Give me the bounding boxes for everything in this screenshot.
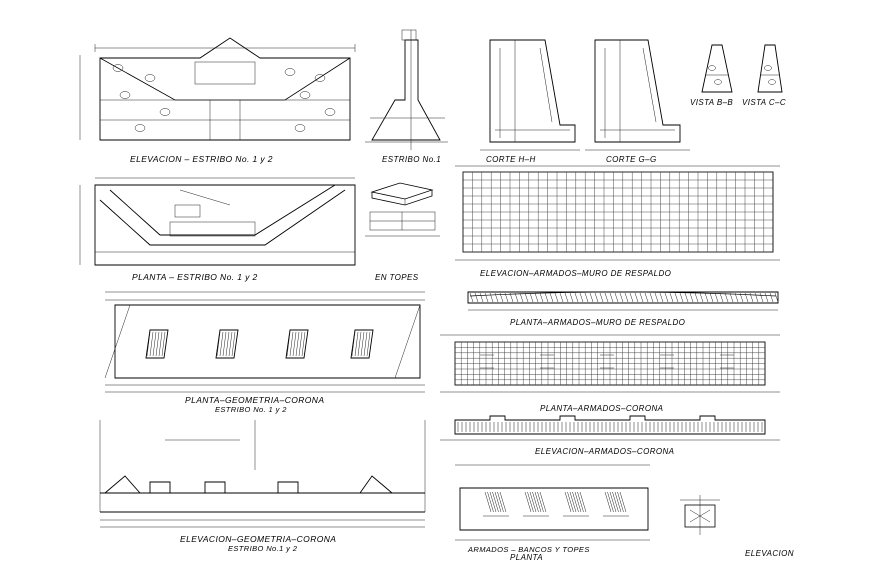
title-corte-g: CORTE G–G — [606, 155, 657, 164]
title-planta-armados-corona: PLANTA–ARMADOS–CORONA — [540, 404, 663, 413]
panel-planta-estribo — [79, 177, 356, 266]
subtitle-elevacion-geometria-corona: ESTRIBO No.1 y 2 — [228, 544, 298, 553]
title-corte-h: CORTE H–H — [486, 155, 536, 164]
panel-corte-h — [480, 39, 580, 151]
panel-estribo-no1 — [365, 29, 448, 150]
panel-planta-armados-muro — [467, 291, 779, 311]
title-elevacion-geometria-corona: ELEVACION–GEOMETRIA–CORONA — [180, 534, 336, 544]
panel-en-topes — [365, 182, 440, 237]
title-armados-bancos: ARMADOS – BANCOS Y TOPES — [467, 545, 590, 554]
title-elevacion-estribo: ELEVACION – ESTRIBO No. 1 y 2 — [130, 154, 273, 164]
title-elevacion: ELEVACION — [745, 549, 794, 558]
panel-elevacion-geometria-corona — [99, 420, 426, 528]
title-planta-geometria-corona: PLANTA–GEOMETRIA–CORONA — [185, 395, 324, 405]
title-elevacion-armados-muro: ELEVACION–ARMADOS–MURO DE RESPALDO — [480, 269, 671, 278]
title-en-topes: EN TOPES — [375, 273, 419, 282]
title-elevacion-armados-corona: ELEVACION–ARMADOS–CORONA — [535, 447, 674, 456]
panel-armados-bancos — [455, 464, 650, 541]
panel-planta-geometria-corona — [104, 291, 425, 393]
subtitle-planta-geometria-corona: ESTRIBO No. 1 y 2 — [215, 405, 287, 414]
title-estribo-no1: ESTRIBO No.1 — [382, 155, 441, 164]
panel-elevacion-armados-muro — [455, 165, 780, 261]
panel-planta-armados-corona — [440, 334, 780, 393]
subtitle-armados-bancos: PLANTA — [510, 553, 543, 562]
panel-corte-g — [585, 39, 690, 151]
title-planta-armados-muro: PLANTA–ARMADOS–MURO DE RESPALDO — [510, 318, 685, 327]
title-planta-estribo: PLANTA – ESTRIBO No. 1 y 2 — [132, 272, 258, 282]
panel-elevacion-estribo — [79, 37, 356, 141]
title-vista-b: VISTA B–B — [690, 98, 733, 107]
panel-elevacion-armados-corona — [440, 415, 780, 441]
title-vista-c: VISTA C–C — [742, 98, 786, 107]
panel-vistas — [701, 44, 783, 93]
panel-elevacion-small — [680, 495, 720, 535]
